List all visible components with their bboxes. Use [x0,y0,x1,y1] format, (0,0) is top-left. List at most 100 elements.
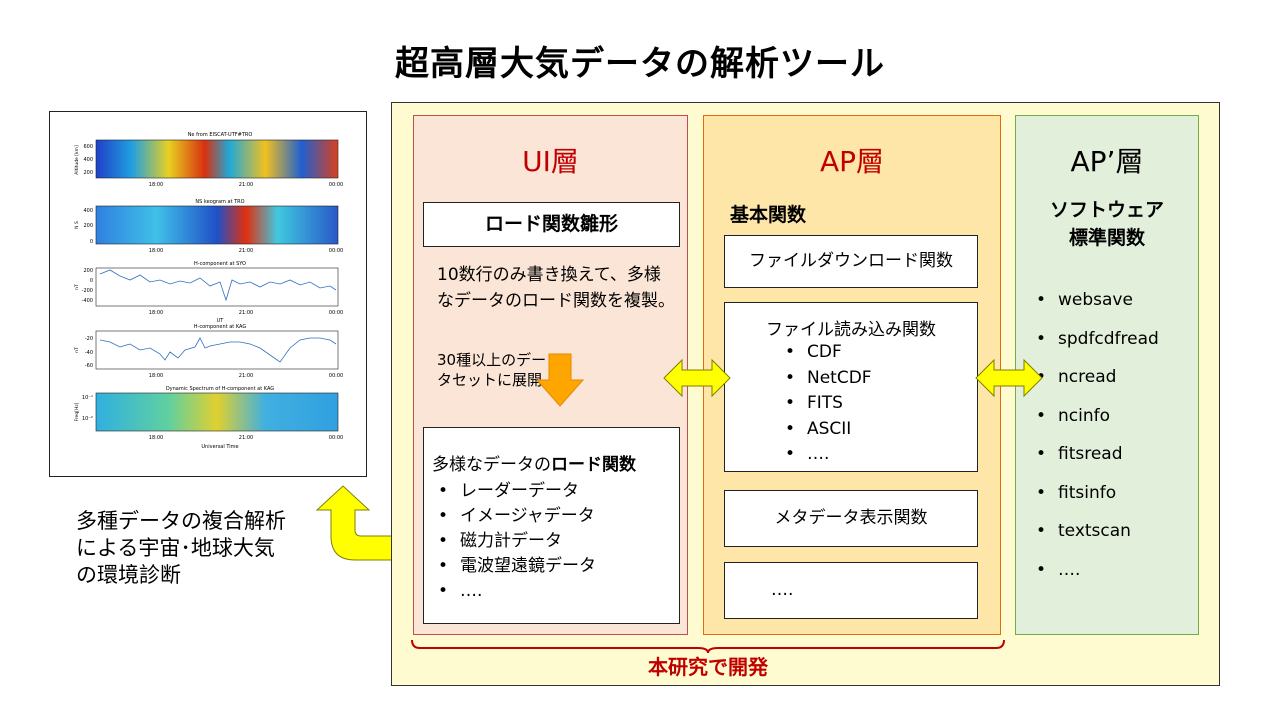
expand-text: 30種以上のデータセットに展開 [437,351,547,389]
list-item: ASCII [779,417,977,443]
read-function-title: ファイル読み込み関数 [766,320,936,340]
list-item: FITS [779,391,977,417]
p3-frame [95,267,339,307]
list-item: fitsinfo [1030,474,1159,513]
p3-ylabel: nT [74,284,80,290]
p3-ytick: 200 [83,268,93,274]
ap-layer-heading: AP層 [819,145,885,178]
load-functions-title-prefix: 多様なデータの [432,455,551,475]
ui-description: 10数行のみ書き換えて、多様なデータのロード関数を複製。 [437,265,675,311]
p1-xtick: 18:00 [149,182,163,188]
read-function-box: ファイル読み込み関数 CDF NetCDF FITS ASCII …. [724,302,978,472]
p1-xtick: 00:00 [329,182,343,188]
p2-keogram [95,205,339,245]
curved-return-arrow [315,485,410,561]
template-function-box: ロード関数雛形 [423,202,680,247]
load-functions-list: レーダーデータ イメージャデータ 磁力計データ 電波望遠鏡データ …. [432,479,679,604]
p1-spectrogram [95,139,339,179]
down-arrow-icon [535,353,585,407]
double-arrow-ap-apprime [975,358,1043,398]
download-function-box: ファイルダウンロード関数 [724,235,978,288]
p2-xtick: 00:00 [329,248,343,254]
plot-svg: Ne from EISCAT-UTF#TRO Altitude [km] 600… [74,132,343,450]
stacked-plot-figure: Ne from EISCAT-UTF#TRO Altitude [km] 600… [49,111,367,477]
p1-ytick: 600 [83,144,93,150]
p5-xtick: 18:00 [149,435,163,441]
ap-prime-subheading: ソフトウェア 標準関数 [1016,196,1198,252]
p1-ytick: 400 [83,157,93,163]
list-item: …. [432,579,679,604]
list-item: NetCDF [779,366,977,392]
p1-ytick: 200 [83,170,93,176]
list-item: fitsread [1030,435,1159,474]
p5-ytick: 10⁻² [82,416,93,422]
list-item: …. [779,442,977,468]
p3-ytick: 0 [90,278,93,284]
p4-xtick: 00:00 [329,373,343,379]
ap-subheading: 基本関数 [730,204,807,226]
p2-xtick: 18:00 [149,248,163,254]
development-bracket [411,639,1005,654]
p3-line [99,269,337,302]
list-item: CDF [779,340,977,366]
p4-ytick: -60 [85,363,93,369]
page-title: 超高層大気データの解析ツール [395,44,885,84]
subheading-line: ソフトウェア [1049,199,1164,221]
p4-frame [95,330,339,370]
caption-line: 多種データの複合解析 [76,509,286,533]
p4-xtitle: UT [217,318,225,324]
etc-function-box: …. [724,562,978,619]
p5-ytick: 10⁻¹ [82,395,93,401]
list-item: ncinfo [1030,397,1159,436]
p5-xtick: 00:00 [329,435,343,441]
list-item: …. [1030,551,1159,590]
p1-xtick: 21:00 [239,182,253,188]
ap-prime-heading: AP’層 [1070,145,1144,178]
p5-title: Dynamic Spectrum of H-component at KAG [166,386,274,392]
p3-ytick: -200 [82,288,93,294]
p5-spectrum [95,392,339,432]
analysis-caption: 多種データの複合解析 による宇宙･地球大気 の環境診断 [76,508,286,589]
list-item: spdfcdfread [1030,320,1159,359]
list-item: websave [1030,281,1159,320]
double-arrow-ui-ap [663,358,731,398]
read-formats-list: CDF NetCDF FITS ASCII …. [779,340,977,468]
list-item: ncread [1030,358,1159,397]
list-item: 電波望遠鏡データ [432,554,679,579]
list-item: イメージャデータ [432,504,679,529]
p3-xtick: 00:00 [329,310,343,316]
load-functions-title-bold: ロード関数 [551,455,636,475]
load-functions-title: 多様なデータのロード関数 [432,450,679,475]
p4-xtick: 21:00 [239,373,253,379]
bracket-label: 本研究で開発 [648,655,768,679]
p4-ytick: -20 [85,336,93,342]
p5-xlabel: Universal Time [201,444,238,450]
p2-title: NS keogram at TRO [195,199,244,205]
p3-xtick: 21:00 [239,310,253,316]
p2-ytick: 0 [90,239,93,245]
p4-title: H-component at KAG [194,324,247,330]
p2-ytick: 200 [83,223,93,229]
p4-ytick: -40 [85,350,93,356]
p3-title: H-component at SYO [194,261,246,267]
load-functions-box: 多様なデータのロード関数 レーダーデータ イメージャデータ 磁力計データ 電波望… [423,427,680,624]
subheading-line: 標準関数 [1068,227,1145,249]
p3-ytick: -400 [82,298,93,304]
p2-ytick: 400 [83,208,93,214]
list-item: textscan [1030,512,1159,551]
p1-ylabel: Altitude [km] [74,145,80,175]
p2-xtick: 21:00 [239,248,253,254]
p4-line [99,337,337,363]
p2-ylabel: N S [74,221,80,229]
p1-title: Ne from EISCAT-UTF#TRO [188,132,253,138]
p4-xtick: 18:00 [149,373,163,379]
caption-line: による宇宙･地球大気 [76,536,275,560]
metadata-function-box: メタデータ表示関数 [724,490,978,547]
list-item: 磁力計データ [432,529,679,554]
standard-functions-list: websave spdfcdfread ncread ncinfo fitsre… [1030,281,1159,589]
ui-layer-heading: UI層 [522,145,579,178]
p4-ylabel: nT [74,347,80,353]
p5-xtick: 21:00 [239,435,253,441]
p5-ylabel: Freq[Hz] [74,402,80,421]
p3-xtick: 18:00 [149,310,163,316]
